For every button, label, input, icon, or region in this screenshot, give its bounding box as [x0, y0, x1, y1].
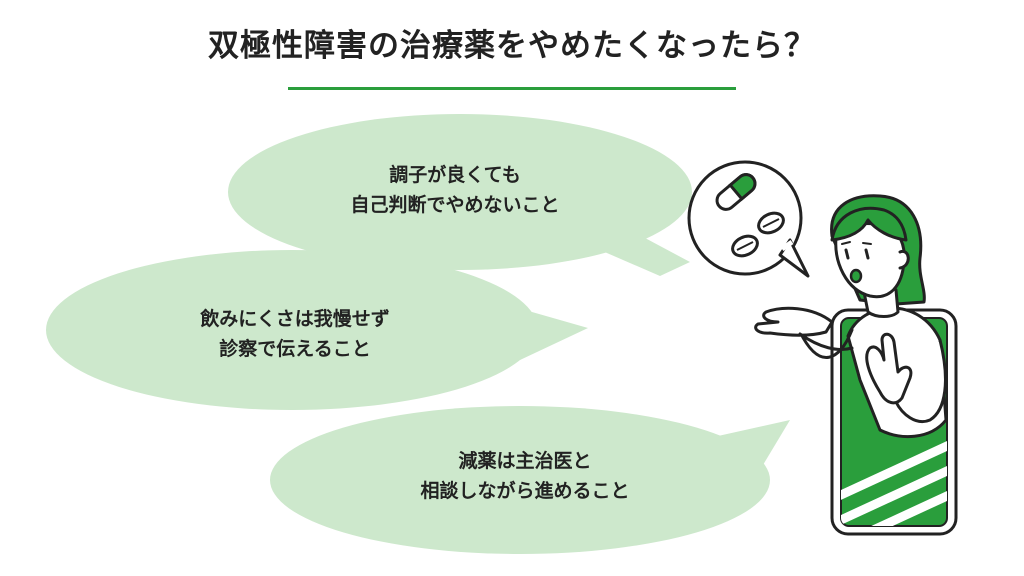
bubble-2-line-2: 診察で伝えること — [219, 338, 371, 360]
capsule-icon — [715, 173, 757, 211]
bubble-3-line-2: 相談しながら進めること — [420, 480, 630, 502]
speech-bubble-2 — [46, 250, 588, 410]
medicine-thought-bubble — [687, 160, 810, 278]
bubble-text-1: 調子が良くても 自己判断でやめないこと — [300, 160, 610, 220]
speech-bubble-1 — [228, 114, 692, 276]
bubble-2-line-1: 飲みにくさは我慢せず — [200, 308, 390, 330]
person-icon — [754, 194, 948, 439]
page-title: 双極性障害の治療薬をやめたくなったら？ — [208, 28, 816, 64]
speech-bubble-3 — [270, 406, 790, 554]
pill-icon — [731, 211, 785, 258]
title-underline — [288, 87, 736, 90]
bubble-text-2: 飲みにくさは我慢せず 診察で伝えること — [120, 304, 470, 364]
bubble-text-3: 減薬は主治医と 相談しながら進めること — [365, 446, 685, 506]
bubble-3-line-1: 減薬は主治医と — [458, 450, 592, 472]
bubble-1-line-2: 自己判断でやめないこと — [350, 194, 560, 216]
bubble-1-line-1: 調子が良くても — [389, 164, 521, 186]
